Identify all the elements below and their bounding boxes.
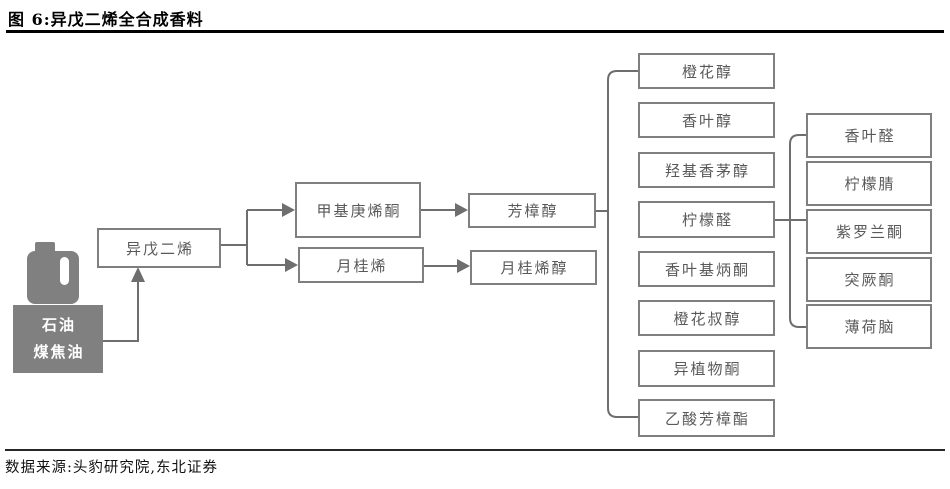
node-isophytone: 异植物酮 (638, 350, 775, 387)
feedstock-line1: 石油 (41, 316, 76, 334)
node-geranial: 香叶醛 (806, 113, 932, 158)
node-myrcenol: 月桂烯醇 (470, 250, 597, 285)
node-linalyl-acetate: 乙酸芳樟酯 (638, 399, 775, 437)
source-text: 数据来源:头豹研究院,东北证券 (5, 460, 218, 476)
oil-canister-icon (27, 242, 79, 304)
figure-title: 图 6:异戊二烯全合成香料 (8, 10, 204, 29)
node-hydroxycitronellol: 羟基香茅醇 (638, 152, 775, 188)
arrowhead-up-isoprene (131, 267, 145, 282)
bracket-linalool-derivatives (607, 70, 638, 418)
node-citronitrile: 柠檬腈 (806, 161, 932, 206)
node-citral: 柠檬醛 (638, 201, 775, 238)
node-nerol: 橙花醇 (638, 53, 775, 89)
source-divider (5, 449, 945, 451)
arrowhead-linalool (455, 203, 468, 217)
connector-isoprene-split (221, 209, 287, 266)
arrowhead-myrcene (285, 258, 298, 272)
node-myrcene: 月桂烯 (298, 247, 424, 283)
arrowhead-myrcenol (457, 259, 470, 273)
node-nerolidol: 橙花叔醇 (638, 300, 775, 336)
feedstock-line2: 煤焦油 (33, 343, 85, 361)
title-divider (6, 30, 944, 33)
node-feedstock: 石油 煤焦油 (13, 305, 103, 373)
bracket-citral-derivatives (789, 134, 806, 328)
arrowhead-methylheptenone (282, 203, 295, 217)
node-methylheptenone: 甲基庚烯酮 (295, 182, 421, 238)
node-geraniol: 香叶醇 (638, 102, 775, 138)
node-menthol: 薄荷脑 (806, 304, 932, 349)
node-damascone: 突厥酮 (806, 257, 932, 302)
node-geranylacetone: 香叶基炳酮 (638, 251, 775, 287)
node-ionone: 紫罗兰酮 (806, 209, 932, 254)
connector-feedstock-to-isoprene (103, 281, 139, 342)
node-linalool: 芳樟醇 (468, 193, 596, 228)
node-isoprene: 异戊二烯 (97, 228, 221, 268)
